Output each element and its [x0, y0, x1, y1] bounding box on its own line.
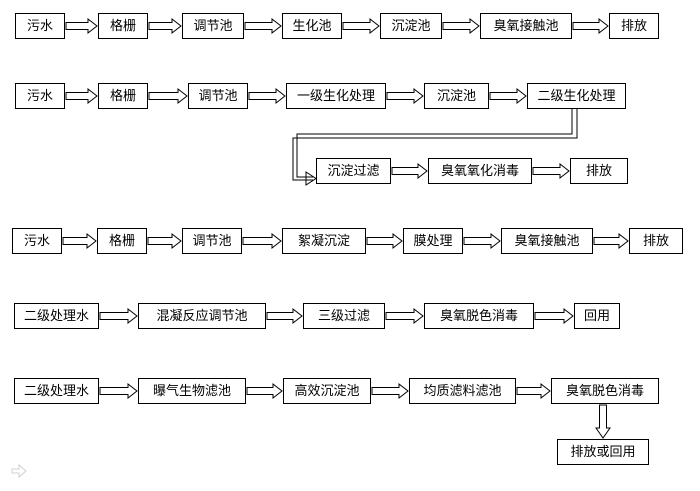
row4-step-3: 三级过滤: [303, 303, 385, 329]
row2-step-1: 污水: [15, 83, 65, 109]
row2-arrow-1: [65, 87, 98, 105]
branch-connector-head: [305, 171, 317, 186]
row3-arrow-4: [366, 232, 403, 250]
row2-branch-step-1: 沉淀过滤: [316, 158, 391, 184]
row2-step-6: 二级生化处理: [527, 83, 626, 109]
row1-arrow-3: [244, 17, 282, 35]
row1-step-6: 臭氧接触池: [480, 13, 572, 39]
row2-step-5: 沉淀池: [424, 83, 489, 109]
row1-step-2: 格栅: [98, 13, 148, 39]
row3-step-2: 格栅: [97, 228, 147, 254]
row5-arrow-2: [246, 382, 283, 400]
row2-branch-arrow-2: [532, 162, 570, 180]
row3-arrow-3: [242, 232, 282, 250]
branch-connector-inner: [296, 109, 573, 178]
row3-arrow-1: [62, 232, 97, 250]
row5-down-step-1: 排放或回用: [557, 439, 649, 465]
row5-step-2: 曝气生物滤池: [138, 378, 246, 404]
row2-branch-step-2: 臭氧氧化消毒: [428, 158, 532, 184]
row1-step-7: 排放: [609, 13, 659, 39]
row1-step-5: 沉淀池: [380, 13, 442, 39]
row5-step-4: 均质滤料滤池: [409, 378, 516, 404]
row4-arrow-1: [99, 307, 138, 325]
row3-step-4: 絮凝沉淀: [282, 228, 366, 254]
row2-arrow-2: [148, 87, 188, 105]
row4-step-1: 二级处理水: [14, 303, 99, 329]
row3-arrow-2: [147, 232, 182, 250]
row4-step-2: 混凝反应调节池: [138, 303, 266, 329]
row1-arrow-1: [65, 17, 98, 35]
row3-arrow-5: [463, 232, 501, 250]
row3-step-1: 污水: [12, 228, 62, 254]
row1-arrow-5: [442, 17, 480, 35]
row4-arrow-4: [534, 307, 574, 325]
row3-arrow-6: [593, 232, 629, 250]
row3-step-3: 调节池: [182, 228, 242, 254]
row5-arrow-4: [516, 382, 551, 400]
branch-connector-outer: [292, 109, 578, 181]
row1-arrow-4: [342, 17, 380, 35]
row3-step-5: 膜处理: [403, 228, 463, 254]
row1-arrow-2: [148, 17, 182, 35]
row4-arrow-3: [385, 307, 424, 325]
row2-arrow-5: [489, 87, 527, 105]
row5-step-3: 高效沉淀池: [283, 378, 371, 404]
row2-step-3: 调节池: [188, 83, 248, 109]
row2-branch-step-3: 排放: [570, 158, 628, 184]
row2-step-4: 一级生化处理: [286, 83, 386, 109]
row2-arrow-4: [386, 87, 424, 105]
row5-step-5: 臭氧脱色消毒: [551, 378, 659, 404]
row4-step-5: 回用: [574, 303, 620, 329]
row1-step-1: 污水: [15, 13, 65, 39]
row5-down-arrow: [595, 404, 611, 439]
row3-step-7: 排放: [629, 228, 683, 254]
row1-step-3: 调节池: [182, 13, 244, 39]
row4-arrow-2: [266, 307, 303, 325]
row5-arrow-1: [99, 382, 138, 400]
row2-branch-arrow-1: [391, 162, 428, 180]
row1-arrow-6: [572, 17, 609, 35]
row5-arrow-3: [371, 382, 409, 400]
row2-step-2: 格栅: [98, 83, 148, 109]
row5-step-1: 二级处理水: [14, 378, 99, 404]
row4-step-4: 臭氧脱色消毒: [424, 303, 534, 329]
row1-step-4: 生化池: [282, 13, 342, 39]
corner-arrow-icon: [11, 463, 27, 479]
row2-arrow-3: [248, 87, 286, 105]
row3-step-6: 臭氧接触池: [501, 228, 593, 254]
